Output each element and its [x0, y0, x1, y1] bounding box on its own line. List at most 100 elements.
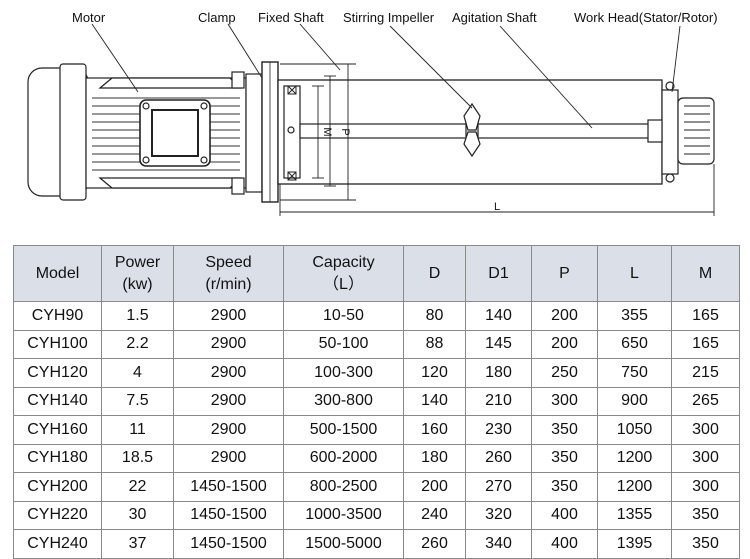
table-cell: 1000-3500 — [283, 500, 404, 530]
shaft-centre-mark — [287, 126, 295, 134]
table-cell: 800-2500 — [283, 472, 404, 502]
column-header-line2: (kw) — [122, 275, 153, 293]
column-header-line1: Model — [35, 264, 80, 282]
table-cell: 200 — [531, 301, 598, 331]
column-header-line2: (r/min) — [205, 275, 252, 293]
table-cell: 18.5 — [101, 443, 174, 473]
dim-label-p: P — [339, 128, 351, 135]
column-header: P — [531, 245, 598, 302]
motor-end-cap-rim — [59, 63, 87, 201]
table-cell: 11 — [101, 415, 174, 445]
table-cell: 400 — [531, 500, 598, 530]
terminal-box-cover — [151, 109, 199, 157]
column-header-line1: Speed — [205, 253, 252, 271]
motor-bottom-rail — [98, 177, 242, 189]
motor-flange — [245, 73, 263, 193]
dim-label-l: L — [494, 201, 500, 213]
table-cell: 300 — [671, 415, 740, 445]
label-stirring-impeller: Stirring Impeller — [343, 10, 435, 25]
spec-table: Model Power (kw) Speed (r/min) Capacity （L） D D1… — [13, 245, 740, 559]
table-cell: 200 — [403, 472, 466, 502]
column-header-line1: D — [428, 264, 441, 282]
column-header-line2: （L） — [323, 275, 364, 293]
table-cell: 2900 — [173, 329, 284, 359]
table-cell: CYH180 — [13, 443, 102, 473]
table-cell: 100-300 — [283, 358, 404, 388]
table-cell: 165 — [671, 329, 740, 359]
motor-top-rail — [98, 77, 242, 89]
column-header: Model — [13, 245, 102, 302]
terminal-screw — [142, 102, 150, 110]
fixed-shaft-inner — [283, 85, 301, 179]
label-agitation-shaft: Agitation Shaft — [452, 10, 537, 25]
table-cell: CYH140 — [13, 386, 102, 416]
motor-flange-bolt — [231, 71, 245, 89]
table-cell: 2900 — [173, 358, 284, 388]
table-cell: 145 — [465, 329, 532, 359]
column-header-line1: L — [630, 264, 639, 282]
table-cell: 1.5 — [101, 301, 174, 331]
table-cell: 350 — [671, 529, 740, 559]
table-cell: 30 — [101, 500, 174, 530]
table-cell: 900 — [597, 386, 672, 416]
column-header: D — [403, 245, 466, 302]
table-cell: 350 — [531, 443, 598, 473]
table-cell: 2900 — [173, 301, 284, 331]
table-cell: 120 — [403, 358, 466, 388]
table-cell: 180 — [465, 358, 532, 388]
table-cell: 1450-1500 — [173, 529, 284, 559]
table-cell: CYH220 — [13, 500, 102, 530]
table-cell: 215 — [671, 358, 740, 388]
table-cell: 1450-1500 — [173, 472, 284, 502]
table-cell: 350 — [531, 415, 598, 445]
work-head-stator — [661, 89, 679, 175]
table-cell: CYH160 — [13, 415, 102, 445]
table-cell: 1450-1500 — [173, 500, 284, 530]
label-fixed-shaft: Fixed Shaft — [258, 10, 324, 25]
column-header-line1: M — [698, 264, 713, 282]
table-cell: 500-1500 — [283, 415, 404, 445]
label-work-head: Work Head(Stator/Rotor) — [574, 10, 718, 25]
table-cell: 750 — [597, 358, 672, 388]
table-cell: 320 — [465, 500, 532, 530]
table-cell: CYH200 — [13, 472, 102, 502]
table-cell: CYH100 — [13, 329, 102, 359]
table-cell: 140 — [465, 301, 532, 331]
table-cell: 2900 — [173, 386, 284, 416]
table-cell: 1200 — [597, 443, 672, 473]
table-cell: 240 — [403, 500, 466, 530]
table-cell: 180 — [403, 443, 466, 473]
table-cell: 80 — [403, 301, 466, 331]
table-cell: 265 — [671, 386, 740, 416]
column-header-line1: Power — [114, 253, 161, 271]
table-cell: 140 — [403, 386, 466, 416]
table-cell: 400 — [531, 529, 598, 559]
table-cell: 270 — [465, 472, 532, 502]
table-cell: 22 — [101, 472, 174, 502]
leader-lines — [91, 23, 681, 129]
table-cell: 2900 — [173, 443, 284, 473]
column-header-line1: D1 — [488, 264, 509, 282]
table-cell: 10-50 — [283, 301, 404, 331]
terminal-screw — [200, 156, 208, 164]
table-cell: 260 — [465, 443, 532, 473]
table-cell: CYH240 — [13, 529, 102, 559]
table-cell: 200 — [531, 329, 598, 359]
table-cell: 350 — [531, 472, 598, 502]
table-cell: 7.5 — [101, 386, 174, 416]
table-cell: 50-100 — [283, 329, 404, 359]
bolt-marks — [287, 85, 297, 181]
table-cell: 355 — [597, 301, 672, 331]
column-header-line1: Capacity — [312, 253, 375, 271]
shaft-coupling — [647, 119, 663, 143]
table-header-row: Model Power (kw) Speed (r/min) Capacity （L） D D1… — [13, 245, 740, 302]
table-cell: 300 — [531, 386, 598, 416]
table-cell: 165 — [671, 301, 740, 331]
